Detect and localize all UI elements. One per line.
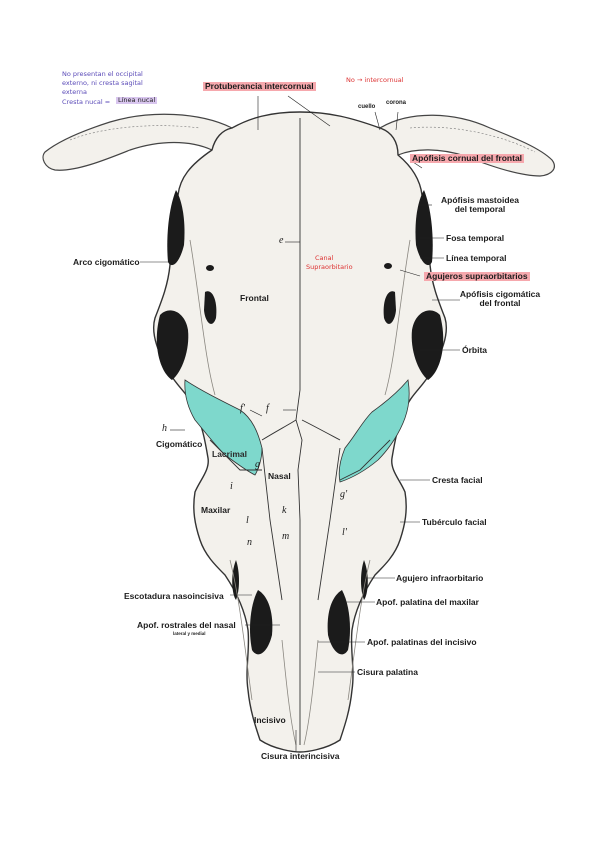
label-apof-palatinas-incisivo: Apof. palatinas del incisivo <box>367 637 477 647</box>
nasal-cavity-left <box>250 590 273 655</box>
label-cigomatico: Cigomático <box>156 439 203 449</box>
note-linea-nucal-badge: Línea nucal <box>116 96 158 104</box>
leader-lines <box>140 95 460 752</box>
label-protuberancia-intercornual: Protuberancia intercornual <box>203 81 316 91</box>
label-nasal: Nasal <box>268 471 291 481</box>
label-escotadura-nasoincisiva: Escotadura nasoincisiva <box>124 591 224 601</box>
label-frontal: Frontal <box>240 293 269 303</box>
bone-shading <box>189 239 411 746</box>
label-fosa-temporal: Fosa temporal <box>446 233 505 243</box>
letter-f-prime: f' <box>240 403 245 414</box>
label-apofisis-cigomatica-line1: Apófisis cigomática <box>459 289 541 299</box>
label-arco-cigomatico: Arco cigomático <box>73 257 140 267</box>
midline-suture <box>295 118 303 745</box>
label-lacrimal: Lacrimal <box>212 449 247 459</box>
label-maxilar: Maxilar <box>201 505 231 515</box>
lacrimal-left <box>184 379 263 476</box>
note-cresta-nucal: Cresta nucal = <box>62 98 111 106</box>
label-apofisis-cigomatica-line2: del frontal <box>479 297 521 308</box>
letter-m: m <box>282 531 290 542</box>
label-apofisis-mastoidea: Apófisis mastoidea del temporal <box>430 196 530 213</box>
label-cuello: cuello <box>358 104 376 110</box>
note-no-intercornual: No → intercornual <box>346 76 404 84</box>
sutures <box>209 118 391 745</box>
orbit-right <box>411 310 444 380</box>
label-apofisis-mastoidea-line2: del temporal <box>454 203 506 214</box>
label-orbita: Órbita <box>462 345 488 355</box>
letter-e: e <box>279 235 284 246</box>
note-externa: externa <box>62 88 87 96</box>
horn-left <box>42 113 233 171</box>
letter-i: i <box>230 481 233 492</box>
cavities <box>156 190 444 655</box>
letter-f: f <box>266 403 269 414</box>
lacrimal-right <box>338 379 410 483</box>
letter-l: l <box>246 515 249 526</box>
label-apof-palatina-maxilar: Apof. palatina del maxilar <box>376 597 479 607</box>
label-tuberculo-facial: Tubérculo facial <box>422 517 487 527</box>
letter-h: h <box>162 423 167 434</box>
letter-n: n <box>247 537 252 548</box>
label-cisura-interincisiva: Cisura interincisiva <box>261 751 340 761</box>
letter-g-prime: g' <box>340 489 348 500</box>
label-cisura-palatina: Cisura palatina <box>357 667 418 677</box>
note-supraorbitario: Supraorbitario <box>306 263 353 271</box>
note-no-occipital: No presentan el occipital <box>62 70 143 78</box>
note-cresta-sagital: externo, ni cresta sagital <box>62 79 143 87</box>
label-agujeros-supraorbitarios: Agujeros supraorbitarios <box>424 271 530 281</box>
label-corona: corona <box>386 100 407 106</box>
label-apof-rostrales-nasal: Apof. rostrales del nasal <box>137 620 236 630</box>
letter-l-prime: l' <box>342 527 347 538</box>
note-canal: Canal <box>315 254 334 262</box>
orbit-left <box>156 310 189 380</box>
nasal-cavity-right <box>327 590 350 655</box>
label-apofisis-mastoidea-line1: Apófisis mastoidea <box>441 195 519 205</box>
letter-k: k <box>282 505 287 516</box>
label-linea-temporal: Línea temporal <box>446 253 507 263</box>
label-cresta-facial: Cresta facial <box>432 475 483 485</box>
label-apofisis-cigomatica: Apófisis cigomática del frontal <box>450 290 550 307</box>
letter-g: g <box>255 459 260 470</box>
temporal-fossa-right <box>415 190 433 266</box>
temporal-fossa-left <box>167 190 185 266</box>
label-lateral-medial: lateral y medial <box>173 631 206 636</box>
lacrimal-regions <box>184 379 410 483</box>
label-apofisis-cornual: Apófisis cornual del frontal <box>410 153 525 163</box>
label-incisivo: Incisivo <box>254 715 286 725</box>
label-agujero-infraorbitario: Agujero infraorbitario <box>396 573 484 583</box>
